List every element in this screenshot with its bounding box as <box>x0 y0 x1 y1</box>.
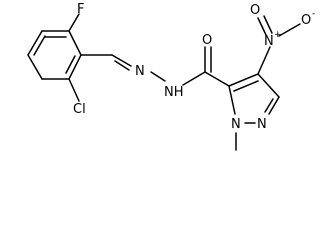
bond <box>228 85 236 115</box>
atom-label-o-carbonyl: O <box>202 33 212 48</box>
atom-label-n-imine: N <box>135 64 145 79</box>
molecule-structure: F Cl N NH O N + O - O N N <box>27 2 315 151</box>
bond <box>204 71 230 87</box>
bond <box>263 15 273 34</box>
bond <box>68 30 82 56</box>
bond <box>68 54 82 80</box>
bond-inner <box>33 35 46 56</box>
bond <box>257 46 271 75</box>
bond <box>268 96 280 115</box>
atom-label-f: F <box>77 2 84 17</box>
bond <box>68 13 80 32</box>
bond <box>27 54 43 80</box>
bond-inner <box>65 55 76 74</box>
bond <box>150 71 166 82</box>
atom-label-n-ring-2: N <box>231 117 241 132</box>
charge-plus: + <box>274 30 282 40</box>
atom-label-nh: NH <box>164 85 184 100</box>
atom-label-n-ring-1: N <box>257 117 267 132</box>
bond-inner <box>264 98 274 113</box>
charge-minus: - <box>312 9 315 19</box>
bond <box>182 71 206 86</box>
bond <box>68 78 80 102</box>
bond-inner <box>114 60 130 71</box>
atom-labels: F Cl N NH O N + O - O N N <box>73 2 315 132</box>
atom-label-o-nitro-1: O <box>301 13 311 28</box>
bond <box>228 73 259 87</box>
atom-label-o-nitro-2: O <box>250 3 260 18</box>
bond-inner <box>233 80 259 92</box>
bond <box>278 23 301 37</box>
bond <box>27 30 43 56</box>
bond <box>257 17 267 36</box>
bond <box>111 54 132 67</box>
bond <box>257 73 280 98</box>
bonds <box>27 13 301 151</box>
atom-label-cl: Cl <box>73 102 86 117</box>
atom-label-n-nitro: N <box>264 34 274 49</box>
